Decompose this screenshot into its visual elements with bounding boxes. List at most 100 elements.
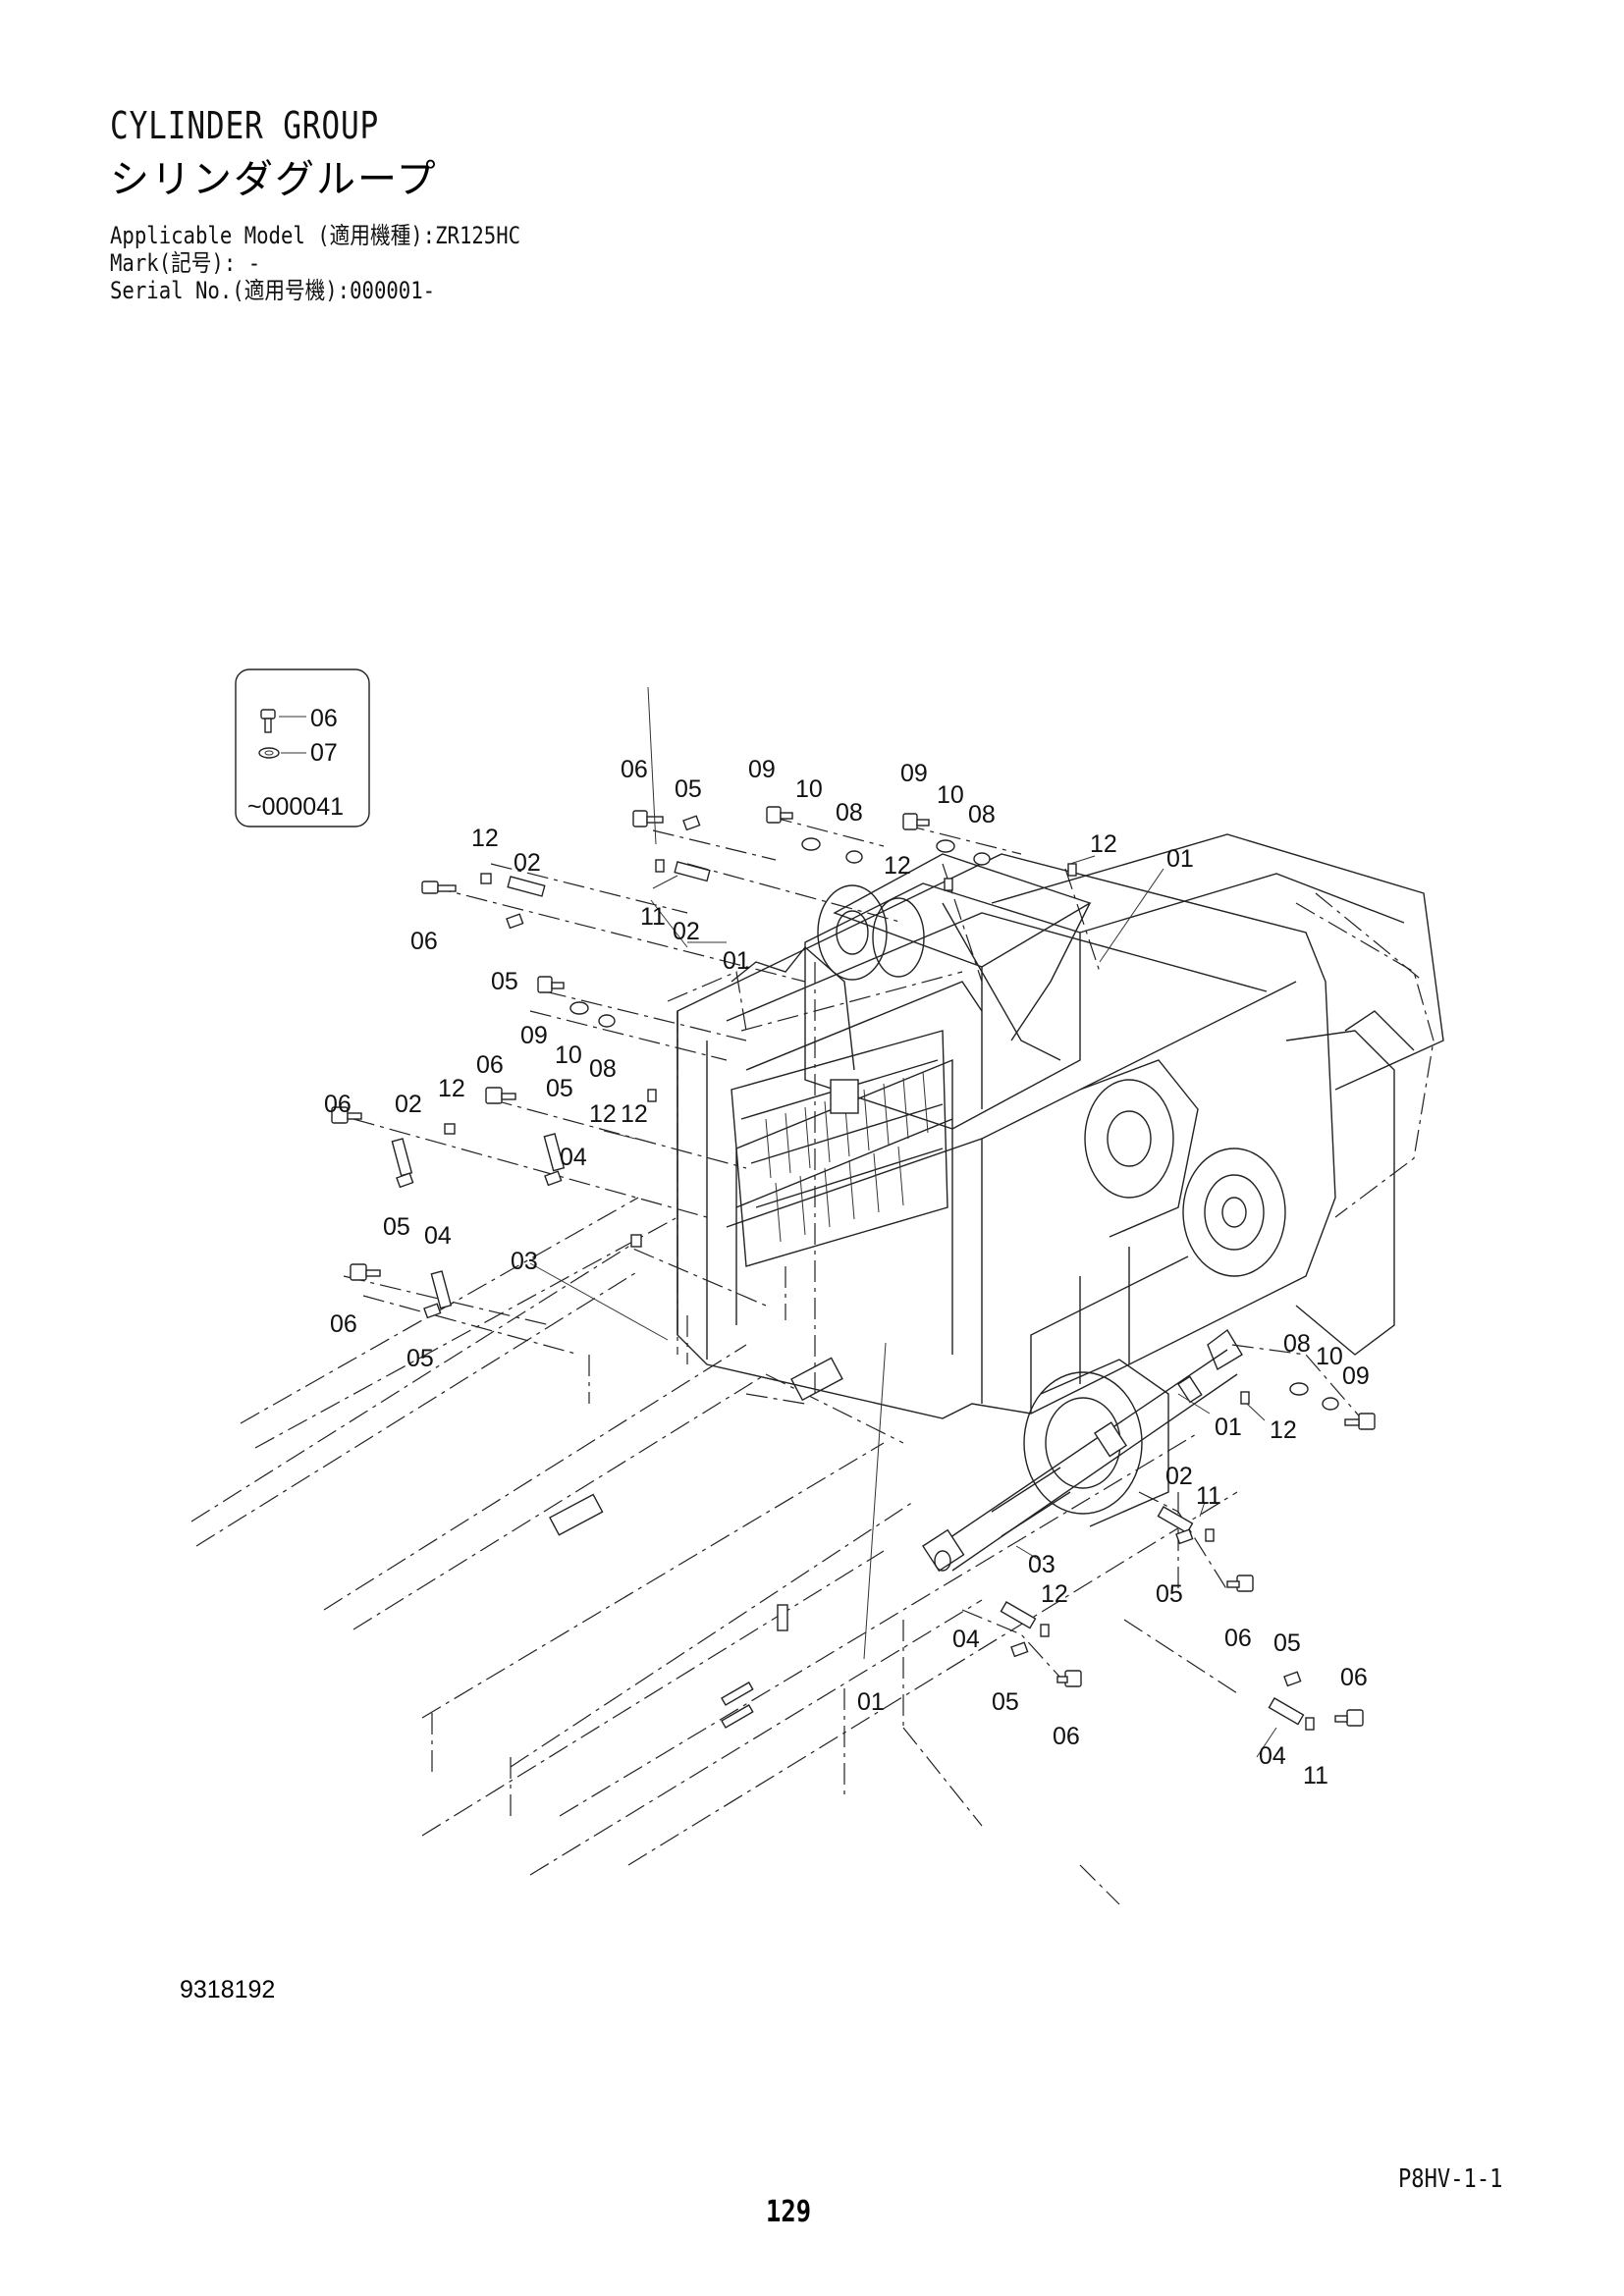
callout-12: 12 [1090,830,1117,858]
callout-06: 06 [410,928,438,955]
bolt-icon [1226,1575,1254,1592]
callout-12: 12 [471,825,499,852]
washer-icon [1289,1382,1309,1396]
callout-09: 09 [900,760,928,787]
keeper-plate-icon [1283,1671,1302,1687]
callout-09: 09 [748,756,776,783]
grease-nipple-icon [1067,863,1077,877]
exploded-hardware [331,806,1376,1731]
callout-06: 06 [621,756,648,783]
mark-line: Mark(記号): - [110,249,261,277]
callout-11: 11 [640,903,666,931]
keeper-plate-icon [506,913,524,930]
frame-phantom-lines [190,1197,1238,1905]
callout-06: 06 [1053,1723,1080,1750]
grease-nipple-icon [630,1234,642,1248]
callout-06: 06 [476,1051,504,1079]
right-side-plate [1182,892,1435,1356]
pin-icon [1000,1601,1037,1629]
callout-04: 04 [424,1222,452,1250]
callout-03: 03 [511,1248,538,1275]
inset-callout-07: 07 [310,739,338,767]
callout-03: 03 [1028,1551,1056,1578]
keeper-plate-icon [1010,1641,1029,1658]
callout-02: 02 [1165,1463,1193,1490]
grease-nipple-icon [1205,1528,1215,1542]
bolt-icon [1056,1670,1082,1687]
bolt-icon [485,1087,516,1104]
grease-nipple-icon [444,1123,456,1135]
bolt-icon [1334,1709,1364,1727]
callout-06: 06 [1340,1664,1368,1691]
bolt-icon [537,976,565,993]
callout-02: 02 [673,918,700,945]
washer-icon [801,837,821,851]
keeper-plate-icon [423,1303,442,1319]
callout-05: 05 [1273,1629,1301,1657]
callout-05: 05 [383,1213,410,1241]
callout-10: 10 [555,1041,582,1069]
washer-icon [973,852,991,866]
applicable-model-line: Applicable Model (適用機種):ZR125HC [110,222,521,249]
callout-05: 05 [406,1345,434,1372]
washer-icon [258,747,280,759]
callout-09: 09 [1342,1362,1370,1390]
callout-04: 04 [1259,1742,1286,1770]
page-number: 129 [766,2195,812,2229]
grease-nipple-icon [647,1089,657,1102]
callout-11: 11 [1196,1482,1221,1510]
keeper-plate-icon [396,1172,414,1189]
pin-icon [391,1138,413,1177]
callout-05: 05 [1156,1580,1183,1608]
callout-02: 02 [514,849,541,877]
bolt-icon [1344,1413,1376,1430]
callout-12: 12 [884,852,911,880]
page-title-japanese: シリンダグループ [110,157,438,202]
callout-leader-lines [529,686,1277,1758]
callout-12: 12 [438,1075,465,1102]
callout-12: 12 [589,1100,617,1128]
callout-01: 01 [723,947,750,975]
grease-nipple-icon [480,873,492,884]
bolt-icon [902,813,930,830]
bolt-icon [766,806,793,824]
hydraulic-cylinder-lower [922,1349,1238,1573]
keeper-plate-icon [1175,1528,1194,1545]
callout-10: 10 [1316,1343,1343,1370]
upper-linkage [731,902,1091,1114]
frame-tabs [549,1357,843,1729]
callout-08: 08 [1283,1330,1311,1358]
callout-10: 10 [937,781,964,809]
washer-icon [1322,1397,1339,1411]
callout-01: 01 [1215,1414,1242,1441]
bolt-icon [331,1106,362,1124]
figure-number: 9318192 [180,1976,276,2003]
pin-icon [543,1133,566,1172]
pin-icon [1157,1506,1194,1534]
callout-12: 12 [1041,1580,1068,1608]
callout-02: 02 [395,1091,422,1118]
callout-05: 05 [491,968,518,995]
callout-09: 09 [520,1022,548,1049]
callout-12: 12 [1270,1416,1297,1444]
washer-icon [936,839,955,853]
bolt-icon [350,1263,381,1281]
grease-nipple-icon [1040,1624,1050,1637]
inset-serial-note: ~000041 [247,793,344,821]
callout-11: 11 [1303,1762,1328,1789]
callout-01: 01 [857,1688,885,1716]
page-code: P8HV-1-1 [1398,2164,1503,2194]
callout-04: 04 [952,1626,980,1653]
bolt-icon [632,810,664,828]
callout-08: 08 [968,801,996,828]
callout-10: 10 [795,775,823,803]
main-body [677,853,1336,1419]
callout-05: 05 [992,1688,1019,1716]
callout-05: 05 [546,1075,573,1102]
serial-number-line: Serial No.(適用号機):000001- [110,277,436,304]
callout-06: 06 [324,1091,352,1118]
grease-nipple-icon [1240,1391,1250,1405]
callout-08: 08 [589,1055,617,1083]
